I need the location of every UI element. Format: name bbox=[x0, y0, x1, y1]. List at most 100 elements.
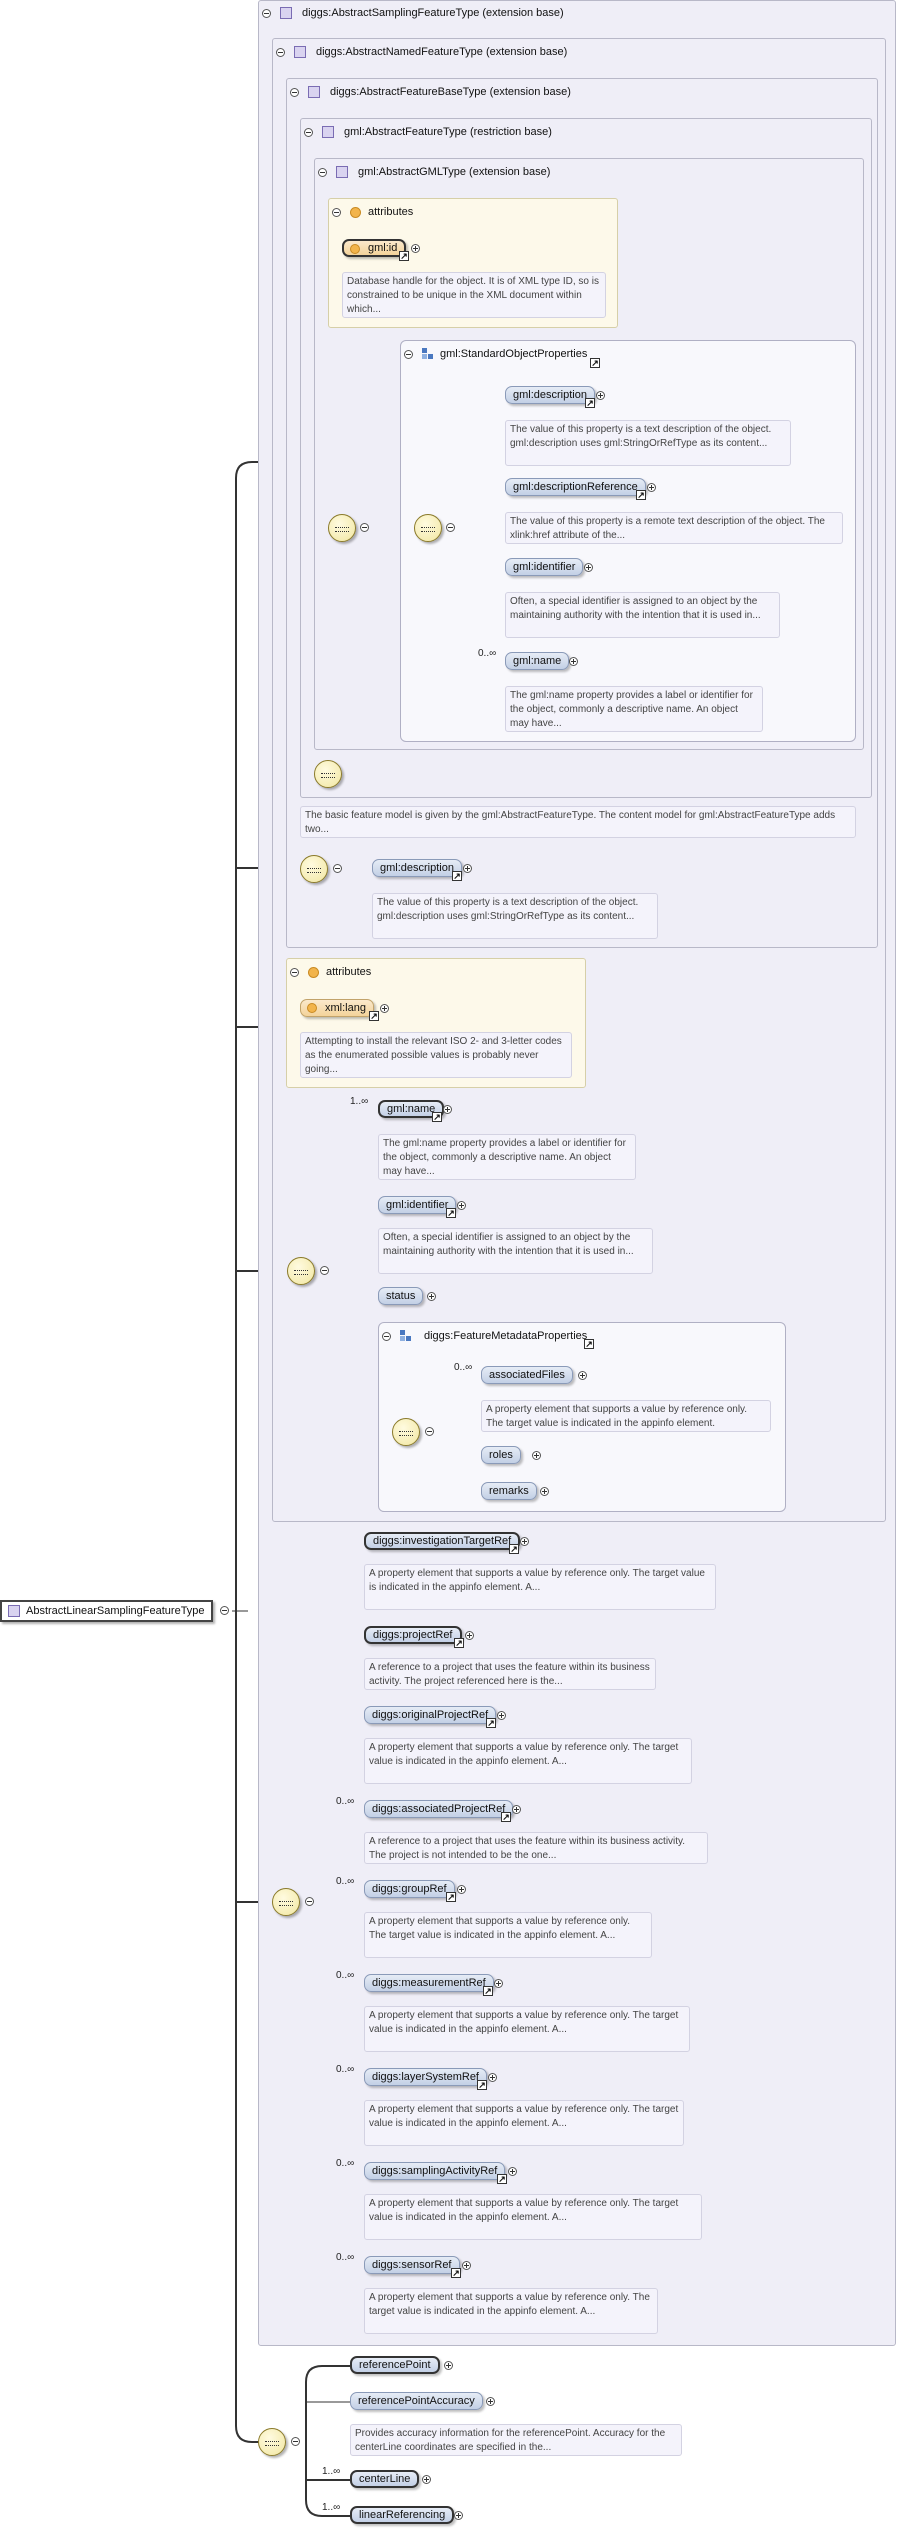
expand-icon[interactable] bbox=[578, 1371, 587, 1380]
reference-icon: ↗ bbox=[636, 490, 646, 500]
feature-base-collapse-toggle[interactable] bbox=[290, 88, 299, 97]
named-collapse-toggle[interactable] bbox=[276, 48, 285, 57]
sequence-icon bbox=[392, 1418, 420, 1446]
gml-name-named-doc: The gml:name property provides a label o… bbox=[378, 1134, 636, 1180]
complex-type-icon bbox=[308, 86, 320, 98]
sampling-collapse-toggle[interactable] bbox=[262, 9, 271, 18]
expand-icon[interactable] bbox=[457, 1885, 466, 1894]
std-props-collapse-toggle[interactable] bbox=[404, 350, 413, 359]
expand-icon[interactable] bbox=[422, 2475, 431, 2484]
attr-gml-id-label: gml:id bbox=[368, 242, 398, 254]
multiplicity-label: 0..∞ bbox=[478, 648, 497, 659]
sequence-collapse-toggle[interactable] bbox=[305, 1897, 314, 1906]
expand-icon[interactable] bbox=[457, 1201, 466, 1210]
element-original-project-ref[interactable]: diggs:originalProjectRef bbox=[364, 1706, 497, 1724]
expand-icon[interactable] bbox=[494, 1979, 503, 1988]
expand-icon[interactable] bbox=[596, 391, 605, 400]
expand-icon[interactable] bbox=[454, 2511, 463, 2520]
element-center-line[interactable]: centerLine bbox=[350, 2470, 420, 2488]
element-gml-name-named[interactable]: gml:name bbox=[378, 1100, 445, 1118]
element-gml-name[interactable]: gml:name bbox=[505, 652, 570, 670]
expand-icon[interactable] bbox=[512, 1805, 521, 1814]
reference-icon: ↗ bbox=[584, 1339, 594, 1349]
sequence-collapse-toggle[interactable] bbox=[446, 523, 455, 532]
gml-identifier-doc: Often, a special identifier is assigned … bbox=[505, 592, 780, 638]
element-layer-system-ref[interactable]: diggs:layerSystemRef bbox=[364, 2068, 487, 2086]
sampling-type-title: diggs:AbstractSamplingFeatureType (exten… bbox=[302, 7, 564, 19]
sequence-icon bbox=[314, 760, 342, 788]
expand-icon[interactable] bbox=[465, 1631, 474, 1640]
expand-icon[interactable] bbox=[520, 1537, 529, 1546]
expand-icon[interactable] bbox=[497, 1711, 506, 1720]
expand-icon[interactable] bbox=[540, 1487, 549, 1496]
element-roles[interactable]: roles bbox=[481, 1446, 521, 1464]
element-investigation-target-ref[interactable]: diggs:investigationTargetRef bbox=[364, 1532, 521, 1550]
measurement-ref-doc: A property element that supports a value… bbox=[364, 2006, 690, 2052]
expand-icon[interactable] bbox=[443, 1105, 452, 1114]
gml-feature-collapse-toggle[interactable] bbox=[304, 128, 313, 137]
reference-icon: ↗ bbox=[369, 1011, 379, 1021]
attribute-icon bbox=[350, 207, 361, 218]
expand-icon[interactable] bbox=[463, 864, 472, 873]
complex-type-icon bbox=[280, 7, 292, 19]
multiplicity-label: 0..∞ bbox=[336, 2252, 355, 2263]
element-project-ref[interactable]: diggs:projectRef bbox=[364, 1626, 462, 1644]
layer-system-ref-doc: A property element that supports a value… bbox=[364, 2100, 684, 2146]
sequence-collapse-toggle[interactable] bbox=[291, 2437, 300, 2446]
multiplicity-label: 1..∞ bbox=[322, 2466, 341, 2477]
root-type[interactable]: AbstractLinearSamplingFeatureType bbox=[0, 1600, 213, 1622]
gml-description-doc: The value of this property is a text des… bbox=[505, 420, 791, 466]
meta-props-collapse-toggle[interactable] bbox=[382, 1332, 391, 1341]
element-linear-referencing[interactable]: linearReferencing bbox=[350, 2506, 455, 2524]
element-gml-identifier-named[interactable]: gml:identifier bbox=[378, 1196, 457, 1214]
element-sensor-ref[interactable]: diggs:sensorRef bbox=[364, 2256, 460, 2274]
attributes-collapse-toggle[interactable] bbox=[290, 968, 299, 977]
expand-icon[interactable] bbox=[488, 2073, 497, 2082]
complex-type-icon bbox=[8, 1605, 20, 1617]
expand-icon[interactable] bbox=[532, 1451, 541, 1460]
element-gml-description-reference[interactable]: gml:descriptionReference bbox=[505, 478, 646, 496]
element-gml-description[interactable]: gml:description bbox=[505, 386, 595, 404]
sequence-collapse-toggle[interactable] bbox=[333, 864, 342, 873]
gml-identifier-named-doc: Often, a special identifier is assigned … bbox=[378, 1228, 653, 1274]
element-group-ref[interactable]: diggs:groupRef bbox=[364, 1880, 455, 1898]
gml-gml-collapse-toggle[interactable] bbox=[318, 168, 327, 177]
expand-icon[interactable] bbox=[444, 2361, 453, 2370]
expand-icon[interactable] bbox=[411, 244, 420, 253]
expand-icon[interactable] bbox=[508, 2167, 517, 2176]
element-associated-files[interactable]: associatedFiles bbox=[481, 1366, 573, 1384]
expand-icon[interactable] bbox=[427, 1292, 436, 1301]
attributes-collapse-toggle[interactable] bbox=[332, 208, 341, 217]
element-measurement-ref[interactable]: diggs:measurementRef bbox=[364, 1974, 494, 1992]
element-reference-point[interactable]: referencePoint bbox=[350, 2356, 440, 2374]
expand-icon[interactable] bbox=[462, 2261, 471, 2270]
element-status[interactable]: status bbox=[378, 1287, 424, 1305]
element-remarks[interactable]: remarks bbox=[481, 1482, 537, 1500]
reference-icon: ↗ bbox=[483, 1986, 493, 1996]
reference-point-accuracy-doc: Provides accuracy information for the re… bbox=[350, 2424, 682, 2456]
attr-xml-lang[interactable]: xml:lang bbox=[300, 999, 374, 1017]
expand-icon[interactable] bbox=[380, 1004, 389, 1013]
sequence-icon bbox=[258, 2428, 286, 2456]
feature-model-doc: The basic feature model is given by the … bbox=[300, 806, 856, 838]
sensor-ref-doc: A property element that supports a value… bbox=[364, 2288, 658, 2334]
attr-gml-id[interactable]: gml:id bbox=[342, 239, 407, 257]
sequence-collapse-toggle[interactable] bbox=[425, 1427, 434, 1436]
element-gml-identifier[interactable]: gml:identifier bbox=[505, 558, 584, 576]
attributes-title: attributes bbox=[368, 206, 414, 218]
group-ref-doc: A property element that supports a value… bbox=[364, 1912, 652, 1958]
element-reference-point-accuracy[interactable]: referencePointAccuracy bbox=[350, 2392, 483, 2410]
expand-icon[interactable] bbox=[584, 563, 593, 572]
sequence-collapse-toggle[interactable] bbox=[360, 523, 369, 532]
expand-icon[interactable] bbox=[486, 2397, 495, 2406]
reference-icon: ↗ bbox=[446, 1892, 456, 1902]
expand-icon[interactable] bbox=[569, 657, 578, 666]
expand-icon[interactable] bbox=[647, 483, 656, 492]
sequence-collapse-toggle[interactable] bbox=[320, 1266, 329, 1275]
complex-type-icon bbox=[336, 166, 348, 178]
root-collapse-toggle[interactable] bbox=[220, 1606, 229, 1615]
element-gml-description-base[interactable]: gml:description bbox=[372, 859, 462, 877]
element-sampling-activity-ref[interactable]: diggs:samplingActivityRef bbox=[364, 2162, 506, 2180]
element-associated-project-ref[interactable]: diggs:associatedProjectRef bbox=[364, 1800, 514, 1818]
multiplicity-label: 1..∞ bbox=[322, 2502, 341, 2513]
